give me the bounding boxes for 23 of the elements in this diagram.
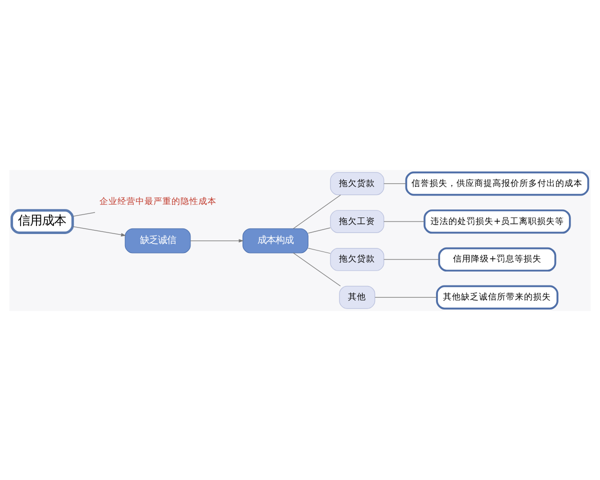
arrow bbox=[72, 226, 126, 236]
node-box: 信用成本 bbox=[10, 208, 74, 234]
node-box: 拖欠工资 bbox=[330, 210, 384, 233]
arrow bbox=[190, 238, 244, 242]
node-box: 信用降级+罚息等损失 bbox=[438, 246, 556, 272]
node-text: 企业经营中最严重的隐性成本 bbox=[99, 196, 216, 206]
connector bbox=[292, 194, 341, 228]
connector bbox=[384, 182, 406, 184]
node-box: 信誉损失，供应商提高报价所多付出的成本 bbox=[405, 171, 590, 196]
connector bbox=[308, 247, 331, 254]
connector bbox=[72, 212, 96, 216]
connector bbox=[384, 220, 425, 222]
connector bbox=[308, 227, 331, 233]
node-box: 违法的处罚损失+员工离职损失等 bbox=[424, 208, 571, 234]
node-box: 拖欠货款 bbox=[330, 172, 384, 195]
connector bbox=[384, 258, 440, 260]
node-box: 拖欠贷款 bbox=[330, 247, 384, 270]
node-box: 缺乏诚信 bbox=[124, 228, 191, 253]
connector bbox=[374, 296, 438, 298]
node-box: 成本构成 bbox=[242, 228, 308, 253]
node-box: 其他 bbox=[339, 285, 376, 308]
connector bbox=[293, 252, 341, 286]
node-box: 其他缺乏诚信所带来的损失 bbox=[436, 284, 558, 309]
